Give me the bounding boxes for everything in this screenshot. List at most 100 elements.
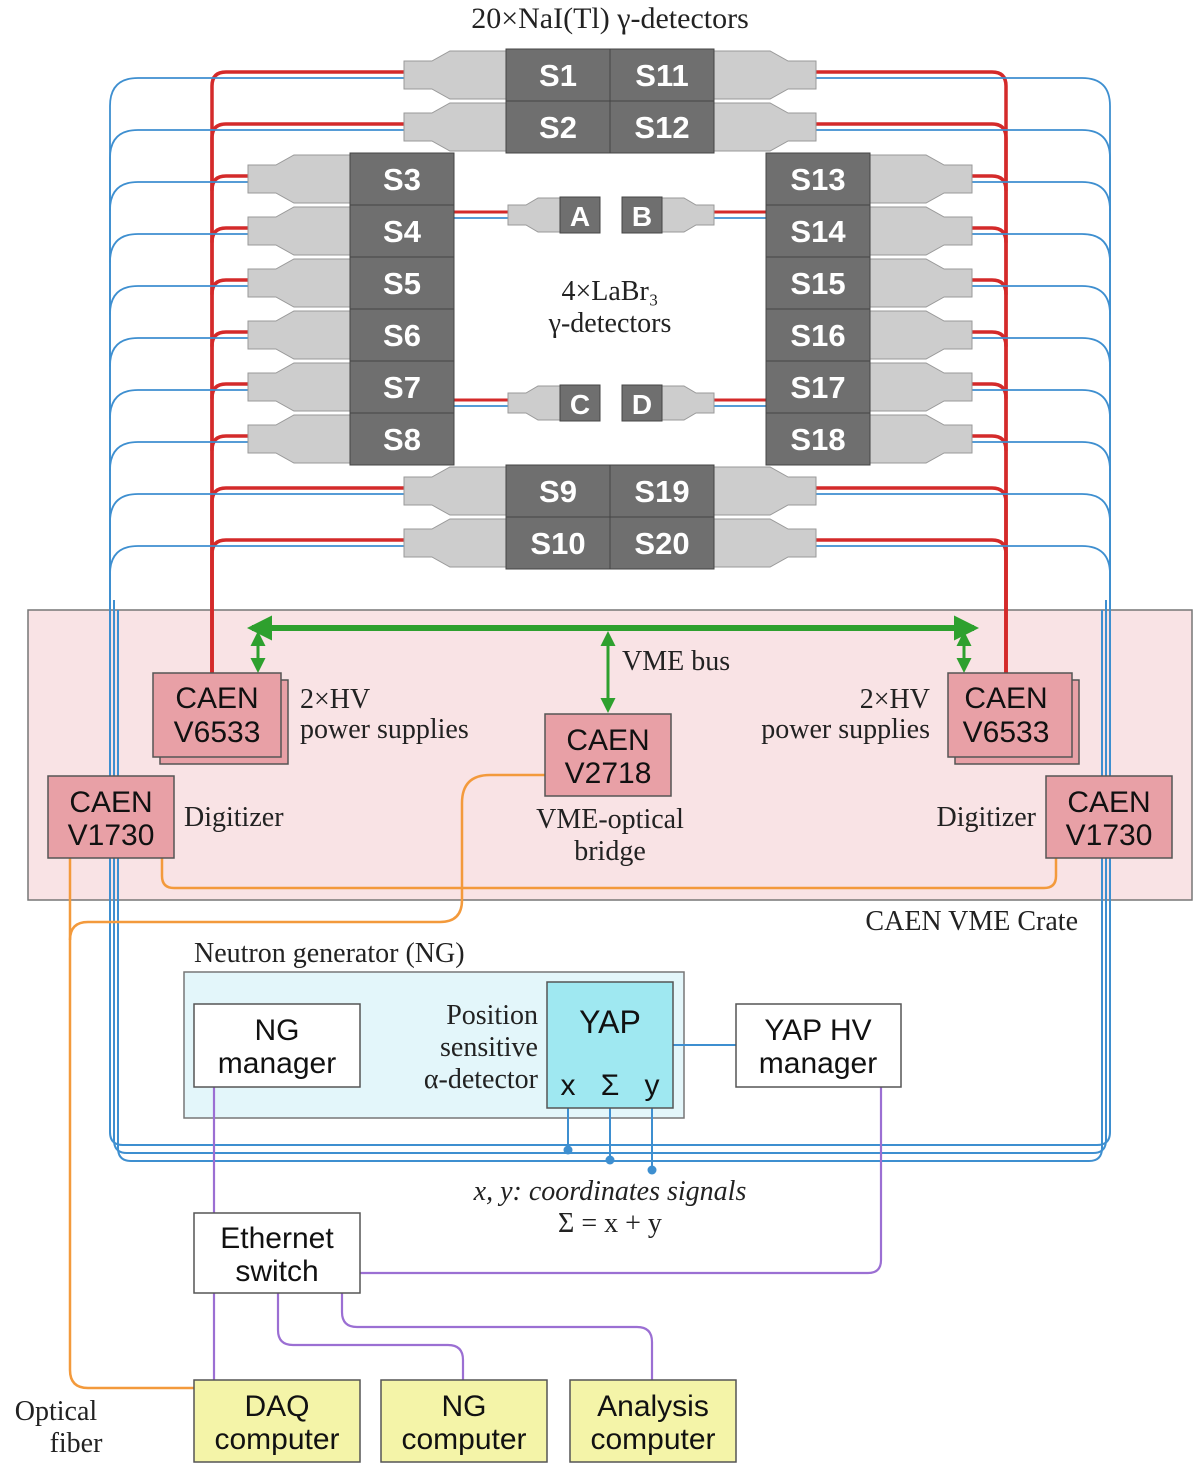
vme-bus [246,615,980,713]
daq-computer: DAQ computer [193,1379,361,1463]
pmt-s11 [713,50,817,100]
pmt-s3 [247,154,351,204]
hv-right-line2: V6533 [963,716,1050,749]
detector-label: S6 [383,318,421,353]
detector-label: S16 [790,318,845,353]
pmt-c [507,385,561,421]
detector-label: S7 [383,370,421,405]
pmt-s16 [869,310,973,360]
detector-s10: S10 [505,516,611,570]
digitizer-left-line2: V1730 [68,819,155,852]
pmt-s6 [247,310,351,360]
detector-s6: S6 [349,308,455,362]
hv-right-caption-line2: power supplies [761,714,930,745]
detector-s18: S18 [765,412,871,466]
digitizer-right-caption: Digitizer [936,802,1036,833]
detector-s1: S1 [505,48,611,102]
ng-computer: NG computer [380,1379,548,1463]
detector-label: S10 [530,526,585,561]
detector-label: S20 [634,526,689,561]
detector-b: B [621,196,663,234]
ng-manager-line2: manager [218,1047,336,1080]
detector-c: C [559,384,601,422]
detector-s8: S8 [349,412,455,466]
pmt-s4 [247,206,351,256]
pmt-s12 [713,102,817,152]
ng-computer-line1: NG [442,1390,487,1423]
digitizer-left-caption: Digitizer [184,802,284,833]
vme-crate-label: CAEN VME Crate [865,906,1078,937]
ethernet-line2: switch [235,1255,318,1288]
detector-label: S3 [383,162,421,197]
detector-s3: S3 [349,152,455,206]
detector-label: S4 [383,214,422,249]
pmt-s5 [247,258,351,308]
detector-label: C [570,389,590,420]
detector-s19: S19 [609,464,715,518]
detector-s15: S15 [765,256,871,310]
detector-label: B [632,201,652,232]
vme-optical-bridge: CAEN V2718 [544,713,672,797]
pmt-s17 [869,362,973,412]
ng-manager: NG manager [193,1003,361,1088]
detector-s16: S16 [765,308,871,362]
yap-y-junction [647,1165,657,1175]
psd-caption-line2: sensitive [440,1032,538,1063]
bridge-caption-line1: VME-optical [536,804,684,835]
analysis-computer-line2: computer [590,1423,715,1456]
detector-label: S2 [539,110,577,145]
detector-s20: S20 [609,516,715,570]
hv-left-caption-line1: 2×HV [300,684,370,715]
detector-label: S19 [634,474,689,509]
pmt-s13 [869,154,973,204]
bridge-caption-line2: bridge [574,836,646,867]
detector-d: D [621,384,663,422]
analysis-computer-line1: Analysis [597,1390,709,1423]
bridge-line2: V2718 [565,757,652,790]
detector-label: S17 [790,370,845,405]
daq-computer-line1: DAQ [244,1390,309,1423]
detector-s14: S14 [765,204,871,258]
hv-right-caption-line1: 2×HV [860,684,930,715]
hv-left-line2: V6533 [174,716,261,749]
hv-supply-right: CAEN V6533 [947,672,1080,765]
yap-x-junction [563,1145,573,1155]
labr-caption-line1: 4×LaBr₃ [561,276,658,307]
psd-caption-line3: α-detector [424,1064,539,1095]
pmt-s9 [403,466,507,516]
yap-output-x: x [561,1069,576,1102]
yap-hv-line2: manager [759,1047,877,1080]
labr-caption-line2: γ-detectors [548,308,672,339]
hv-right-line1: CAEN [964,682,1047,715]
optical-fiber-line2: fiber [50,1428,104,1459]
detector-label: S1 [539,58,577,93]
analysis-computer: Analysis computer [569,1379,737,1463]
hv-supply-left: CAEN V6533 [152,672,289,765]
ng-computer-line2: computer [401,1423,526,1456]
ethernet-line1: Ethernet [220,1222,334,1255]
detector-label: S5 [383,266,421,301]
pmt-s7 [247,362,351,412]
diagram-title: 20×NaI(Tl) γ-detectors [471,2,749,35]
digitizer-right-line1: CAEN [1067,786,1150,819]
cable-layer [109,70,1111,692]
detector-label: A [570,201,590,232]
detector-s9: S9 [505,464,611,518]
pmt-a [507,197,561,233]
pmt-b [661,197,715,233]
ng-manager-line1: NG [255,1014,300,1047]
pmt-s8 [247,414,351,464]
hv-left-caption-line2: power supplies [300,714,469,745]
pmt-s18 [869,414,973,464]
detector-label: S15 [790,266,845,301]
optical-fiber [68,773,1058,1390]
detector-s4: S4 [349,204,455,258]
detector-label: S11 [635,58,688,93]
yap-hv-manager: YAP HV manager [735,1003,902,1088]
detector-label: S12 [634,110,689,145]
pmt-s15 [869,258,973,308]
detector-s7: S7 [349,360,455,414]
daq-computer-line2: computer [214,1423,339,1456]
detector-label: S18 [790,422,845,457]
